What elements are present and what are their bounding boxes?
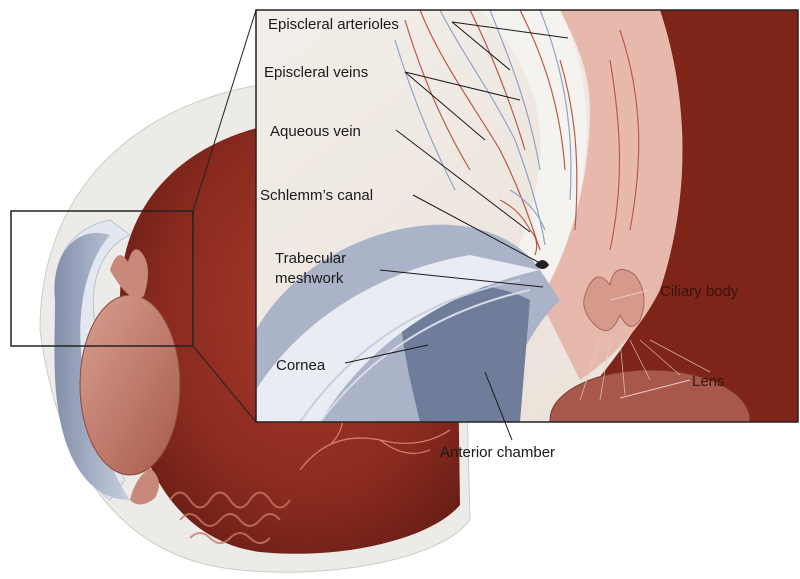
- label-episcleral-arterioles: Episcleral arterioles: [268, 16, 399, 33]
- label-anterior-chamber: Anterior chamber: [440, 444, 555, 461]
- label-lens: Lens: [692, 373, 725, 390]
- label-aqueous-vein: Aqueous vein: [270, 123, 361, 140]
- label-episcleral-veins: Episcleral veins: [264, 64, 368, 81]
- label-cornea: Cornea: [276, 357, 326, 374]
- lens: [80, 295, 180, 475]
- label-meshwork: meshwork: [275, 270, 344, 287]
- label-ciliary-body: Ciliary body: [660, 283, 739, 300]
- label-schlemms-canal: Schlemm’s canal: [260, 187, 373, 204]
- label-trabecular: Trabecular: [275, 250, 346, 267]
